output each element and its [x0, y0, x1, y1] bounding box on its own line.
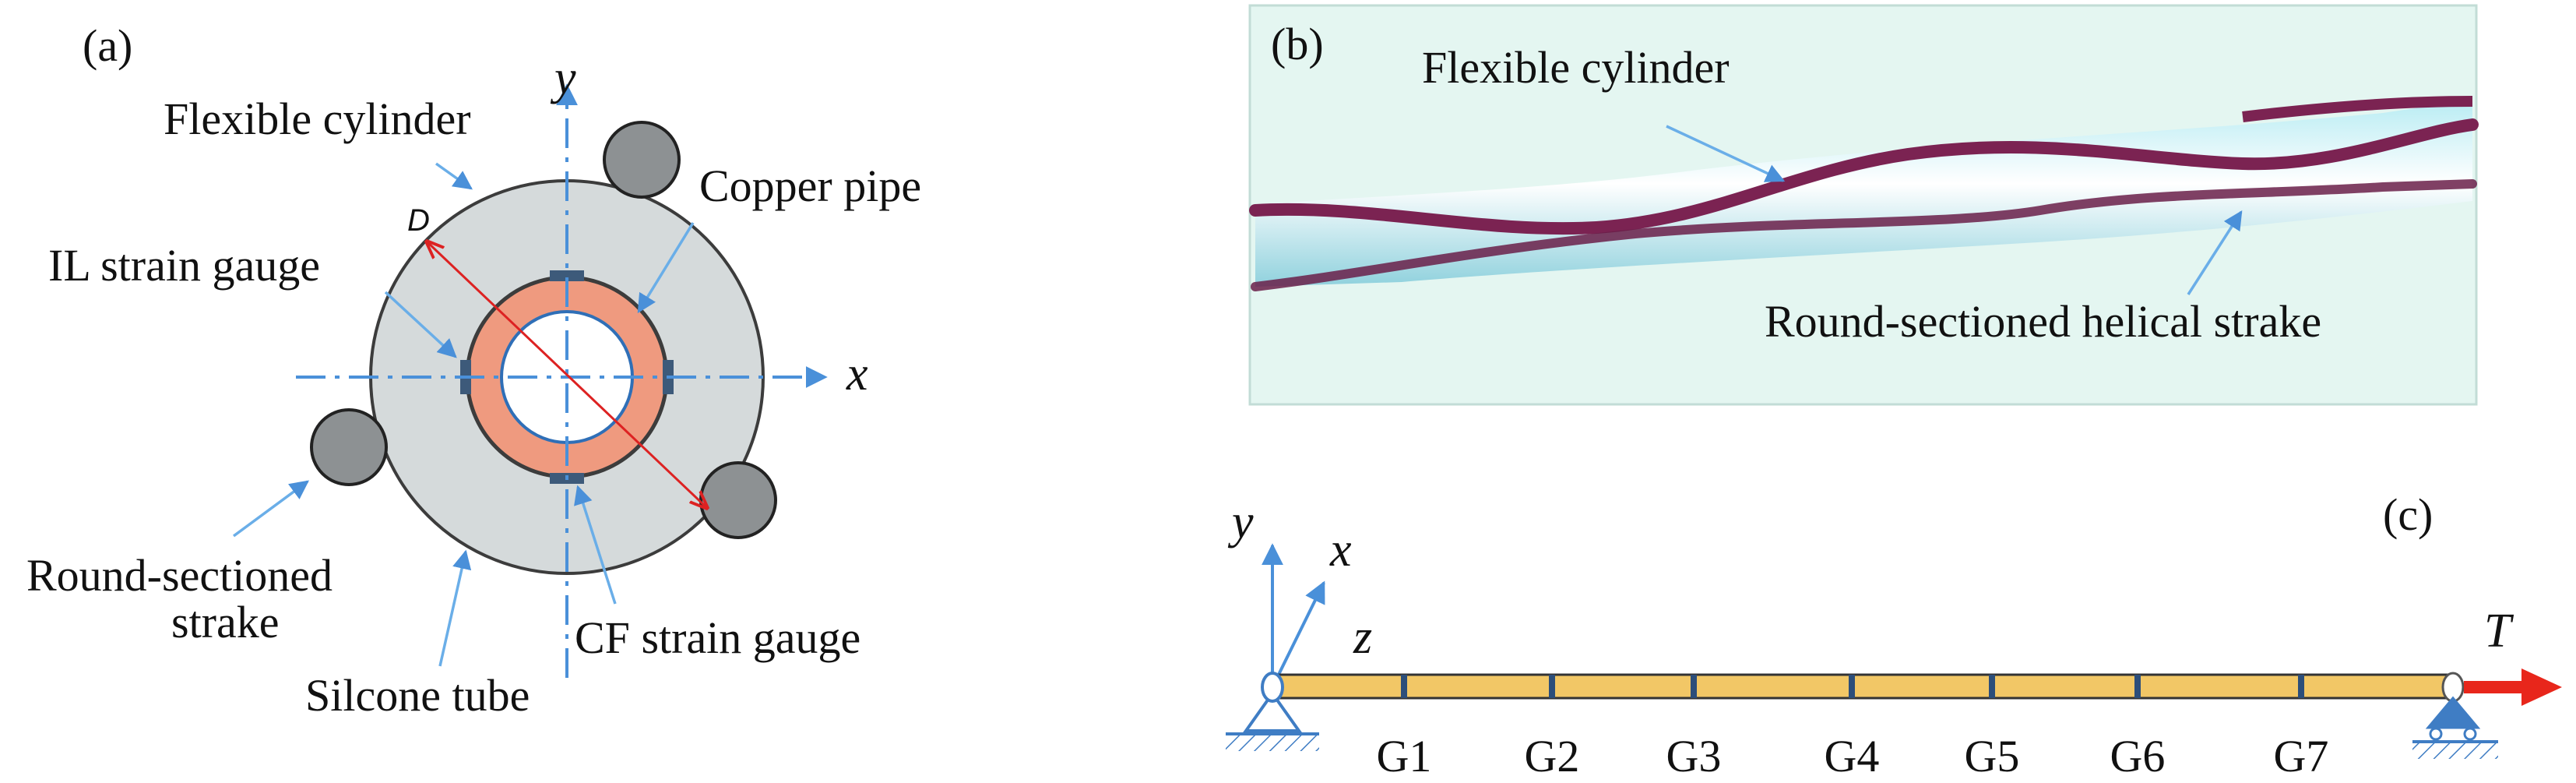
strake-left-shape [310, 408, 388, 486]
panel-c: (c) y x z T G1 G2 G3 G4 G5 G6 G7 [1226, 489, 2562, 781]
left-pin-support [1243, 690, 1302, 732]
photo-helical-strake-2 [1251, 179, 2477, 291]
pointer-flexible-cylinder-b [1666, 125, 1786, 182]
tension-label: T [2484, 605, 2514, 658]
gauge-mark-2 [1549, 675, 1555, 698]
pointer-strake [232, 480, 309, 538]
photo-cylinder-top-edge [2242, 96, 2473, 122]
pointer-copper-pipe [637, 222, 695, 314]
triad-z-label: z [1353, 611, 1372, 664]
diameter-label: D [407, 203, 430, 238]
right-roller-wheel-2 [2463, 727, 2477, 741]
label-strake-line1: Round-sectioned [26, 550, 333, 601]
pointer-flexible-cylinder-a [435, 162, 473, 190]
gauge-mark-5 [1989, 675, 1995, 698]
axis-x-label: x [846, 347, 868, 400]
right-roller-wheel-1 [2429, 727, 2443, 741]
label-strake-line2: strake [171, 597, 280, 647]
panel-a: (a) x y D Flexible cylinder Copper pipe … [26, 20, 921, 721]
gauge-mark-3 [1691, 675, 1697, 698]
gauge-label-6: G6 [2110, 731, 2166, 781]
triad-y-label: y [1227, 496, 1254, 548]
gauge-mark-4 [1849, 675, 1855, 698]
label-flexible-cylinder-a: Flexible cylinder [164, 93, 471, 144]
diameter-line [427, 242, 707, 508]
right-ground-hatch [2412, 743, 2498, 759]
label-copper-pipe: Copper pipe [699, 160, 921, 211]
label-silicone-tube: Silcone tube [305, 670, 530, 721]
label-cf-strain-gauge: CF strain gauge [575, 612, 860, 663]
panel-b-tag: (b) [1271, 19, 1324, 69]
left-ground-hatch [1226, 735, 1319, 751]
gauge-mark-1 [1401, 675, 1407, 698]
gauge-label-7: G7 [2274, 731, 2329, 781]
gauge-label-4: G4 [1825, 731, 1880, 781]
triad-x-axis [1271, 580, 1325, 688]
pointer-cf-strain-gauge [574, 485, 617, 605]
gauge-mark-6 [2134, 675, 2141, 698]
gauge-marks [1401, 675, 2304, 698]
gauge-label-2: G2 [1525, 731, 1580, 781]
gauge-label-3: G3 [1666, 731, 1722, 781]
pointer-il-strain-gauge [384, 291, 457, 358]
gauge-label-5: G5 [1965, 731, 2020, 781]
panel-a-tag: (a) [83, 20, 132, 71]
strake-right-shape [699, 461, 777, 539]
beam-shape [1271, 673, 2455, 700]
label-il-strain-gauge: IL strain gauge [48, 240, 320, 291]
axis-y-label: y [550, 51, 576, 104]
pointer-helical-strake [2187, 210, 2243, 295]
photo-helical-strake-1 [1249, 118, 2479, 235]
gauge-mark-7 [2298, 675, 2304, 698]
right-roller-support [2425, 696, 2481, 729]
strake-top-shape [603, 121, 681, 199]
gauge-label-1: G1 [1377, 731, 1432, 781]
left-pin [1261, 672, 1284, 703]
tension-arrow-head [2521, 668, 2562, 706]
gauge-labels: G1 G2 G3 G4 G5 G6 G7 [1377, 731, 2329, 781]
panel-c-tag: (c) [2383, 489, 2433, 540]
triad-x-label: x [1329, 524, 1352, 577]
label-flexible-cylinder-b: Flexible cylinder [1422, 42, 1730, 93]
panel-b: (b) Flexible cylinder Round-sectioned he… [1248, 4, 2479, 406]
pointer-silicone-tube [438, 549, 472, 667]
label-helical-strake: Round-sectioned helical strake [1765, 296, 2321, 347]
